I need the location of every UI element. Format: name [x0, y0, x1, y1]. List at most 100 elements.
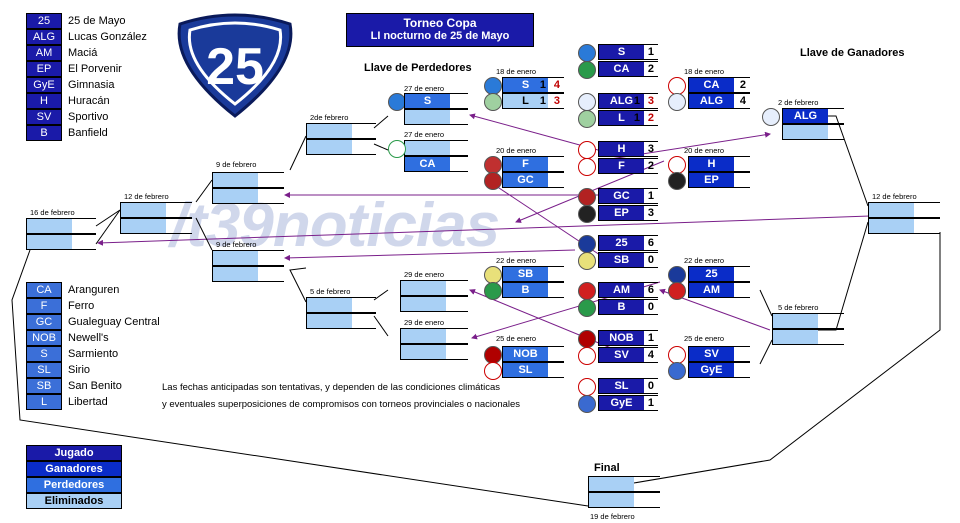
match-date: 27 de enero — [404, 84, 445, 93]
final-date: 19 de febrero — [590, 512, 635, 521]
match-date: 22 de enero — [684, 256, 725, 265]
team-code: GC — [599, 189, 644, 203]
team-code: AM — [26, 45, 62, 61]
score: 0 — [647, 254, 654, 266]
team-crest-icon — [578, 235, 596, 253]
title-line-1: Torneo Copa — [403, 16, 477, 30]
team-code: F — [503, 157, 548, 171]
team-code: SV — [689, 347, 734, 361]
team-code: EP — [689, 173, 734, 187]
match-slot: S — [404, 93, 468, 109]
team-name: Libertad — [68, 396, 108, 408]
match-slot — [400, 296, 468, 312]
match-slot — [400, 280, 468, 296]
team-code: 25 — [599, 236, 644, 250]
team-code: S — [503, 78, 548, 92]
empty-cell — [307, 314, 352, 328]
team-code: CA — [599, 62, 644, 76]
team-code: NOB — [503, 347, 548, 361]
match-slot — [212, 172, 284, 188]
team-crest-icon — [578, 347, 596, 365]
empty-cell — [121, 203, 166, 217]
match-slot — [26, 234, 96, 250]
match-slot — [868, 202, 940, 218]
empty-cell — [307, 124, 352, 138]
team-crest-icon — [668, 172, 686, 190]
team-crest-icon — [578, 378, 596, 396]
team-name: 25 de Mayo — [68, 15, 126, 27]
score: 1 — [633, 95, 640, 107]
empty-cell — [213, 267, 258, 281]
empty-cell — [213, 251, 258, 265]
match-slot — [26, 218, 96, 234]
team-crest-icon — [578, 205, 596, 223]
team-crest-icon — [578, 330, 596, 348]
team-code: SV — [26, 109, 62, 125]
team-name: Huracán — [68, 95, 110, 107]
team-code: GyE — [599, 396, 644, 410]
team-crest-icon — [578, 110, 596, 128]
team-crest-icon — [578, 282, 596, 300]
match-date: 18 de enero — [496, 67, 537, 76]
penalty-score: 2 — [647, 112, 654, 124]
match-slot — [212, 188, 284, 204]
empty-cell — [213, 173, 258, 187]
team-name: Gualeguay Central — [68, 316, 160, 328]
team-name: Banfield — [68, 127, 108, 139]
match-slot — [212, 266, 284, 282]
empty-cell — [27, 219, 72, 233]
team-crest-icon — [484, 172, 502, 190]
score: 0 — [647, 380, 654, 392]
match-date: 12 de febrero — [872, 192, 917, 201]
score: 2 — [647, 63, 654, 75]
match-date: 12 de febrero — [124, 192, 169, 201]
team-name: Lucas González — [68, 31, 147, 43]
penalty-score: 3 — [647, 95, 654, 107]
empty-cell — [869, 219, 914, 233]
match-slot — [404, 109, 468, 125]
match-slot — [782, 124, 844, 140]
match-date: 22 de enero — [496, 256, 537, 265]
team-name: Sirio — [68, 364, 91, 376]
empty-cell — [773, 330, 818, 344]
team-code: F — [26, 298, 62, 314]
status-losers: Perdedores — [26, 477, 122, 493]
team-name: San Benito — [68, 380, 122, 392]
empty-cell — [401, 281, 446, 295]
empty-cell — [121, 219, 166, 233]
match-slot: CA — [404, 156, 468, 172]
match-slot — [306, 123, 376, 139]
match-slot — [772, 329, 844, 345]
penalty-score: 3 — [553, 95, 560, 107]
match-slot: F — [502, 156, 564, 172]
team-code: ALG — [689, 94, 734, 108]
team-code: ALG — [783, 109, 828, 123]
match-slot: SB — [502, 266, 564, 282]
team-code: SL — [26, 362, 62, 378]
team-crest-icon — [762, 108, 780, 126]
empty-cell — [405, 141, 450, 155]
team-crest-icon — [484, 93, 502, 111]
match-slot — [120, 218, 192, 234]
team-code: GC — [26, 314, 62, 330]
match-date: 18 de enero — [684, 67, 725, 76]
score: 3 — [647, 143, 654, 155]
match-date: 5 de febrero — [778, 303, 819, 312]
legend-row: GC Gualeguay Central — [26, 314, 160, 330]
